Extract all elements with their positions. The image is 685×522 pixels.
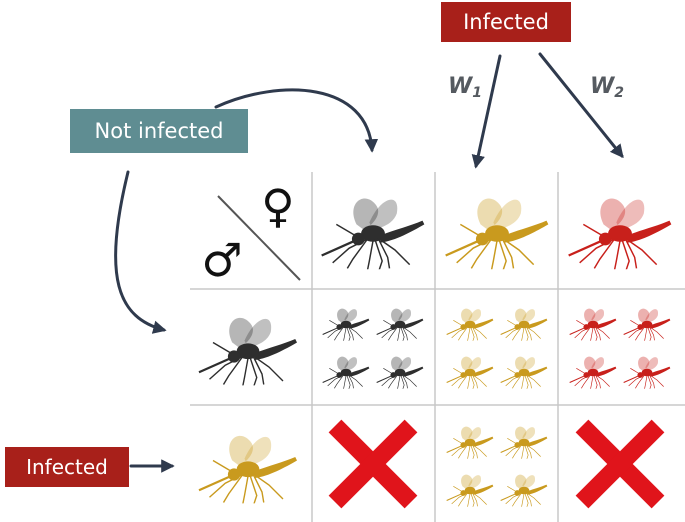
male-symbol: ♂ <box>201 233 242 287</box>
offspring-W1-mosquito <box>500 356 548 389</box>
corner-diagonal <box>217 195 301 281</box>
w2-label: W2 <box>590 74 624 101</box>
offspring-uninfected-mosquito <box>376 356 424 389</box>
female-mosquito-w1 <box>444 197 550 270</box>
female-symbol: ♀ <box>261 179 295 233</box>
offspring-uninfected-mosquito <box>376 308 424 341</box>
incompatible-cross-icon <box>328 419 418 509</box>
offspring-W2-mosquito <box>569 308 617 341</box>
offspring-W2-mosquito <box>569 356 617 389</box>
offspring-uninfected-mosquito <box>322 356 370 389</box>
arrows <box>114 52 624 473</box>
not-infected-label: Not infected <box>70 109 248 153</box>
offspring-W1-mosquito <box>446 356 494 389</box>
offspring-W1-mosquito <box>446 426 494 459</box>
arrow-not-infected-to-male <box>114 170 167 334</box>
incompatible-cross-icon <box>575 419 665 509</box>
male-mosquito-w1 <box>197 434 299 504</box>
offspring-W1-mosquito <box>500 474 548 507</box>
w1-label: W1 <box>448 74 482 101</box>
w2-subscript: 2 <box>614 85 625 101</box>
offspring-W1-mosquito <box>446 474 494 507</box>
w1-subscript: 1 <box>472 85 483 101</box>
infected-label-left: Infected <box>5 447 129 487</box>
arrow-not-infected-to-female <box>214 88 379 153</box>
offspring-uninfected-mosquito <box>322 308 370 341</box>
punnett-grid <box>190 172 685 522</box>
offspring-W1-mosquito <box>500 308 548 341</box>
female-mosquito-uninfected <box>320 197 426 270</box>
offspring-W1-mosquito <box>500 426 548 459</box>
arrow-w2 <box>538 52 624 159</box>
female-mosquito-w2 <box>567 197 673 270</box>
offspring-W2-mosquito <box>623 308 671 341</box>
w2-base: W <box>590 74 615 99</box>
male-mosquito-uninfected <box>197 316 299 386</box>
infected-label-top: Infected <box>441 2 571 42</box>
offspring-W1-mosquito <box>446 308 494 341</box>
arrow-w1 <box>471 54 502 169</box>
w1-base: W <box>448 74 473 99</box>
offspring-W2-mosquito <box>623 356 671 389</box>
